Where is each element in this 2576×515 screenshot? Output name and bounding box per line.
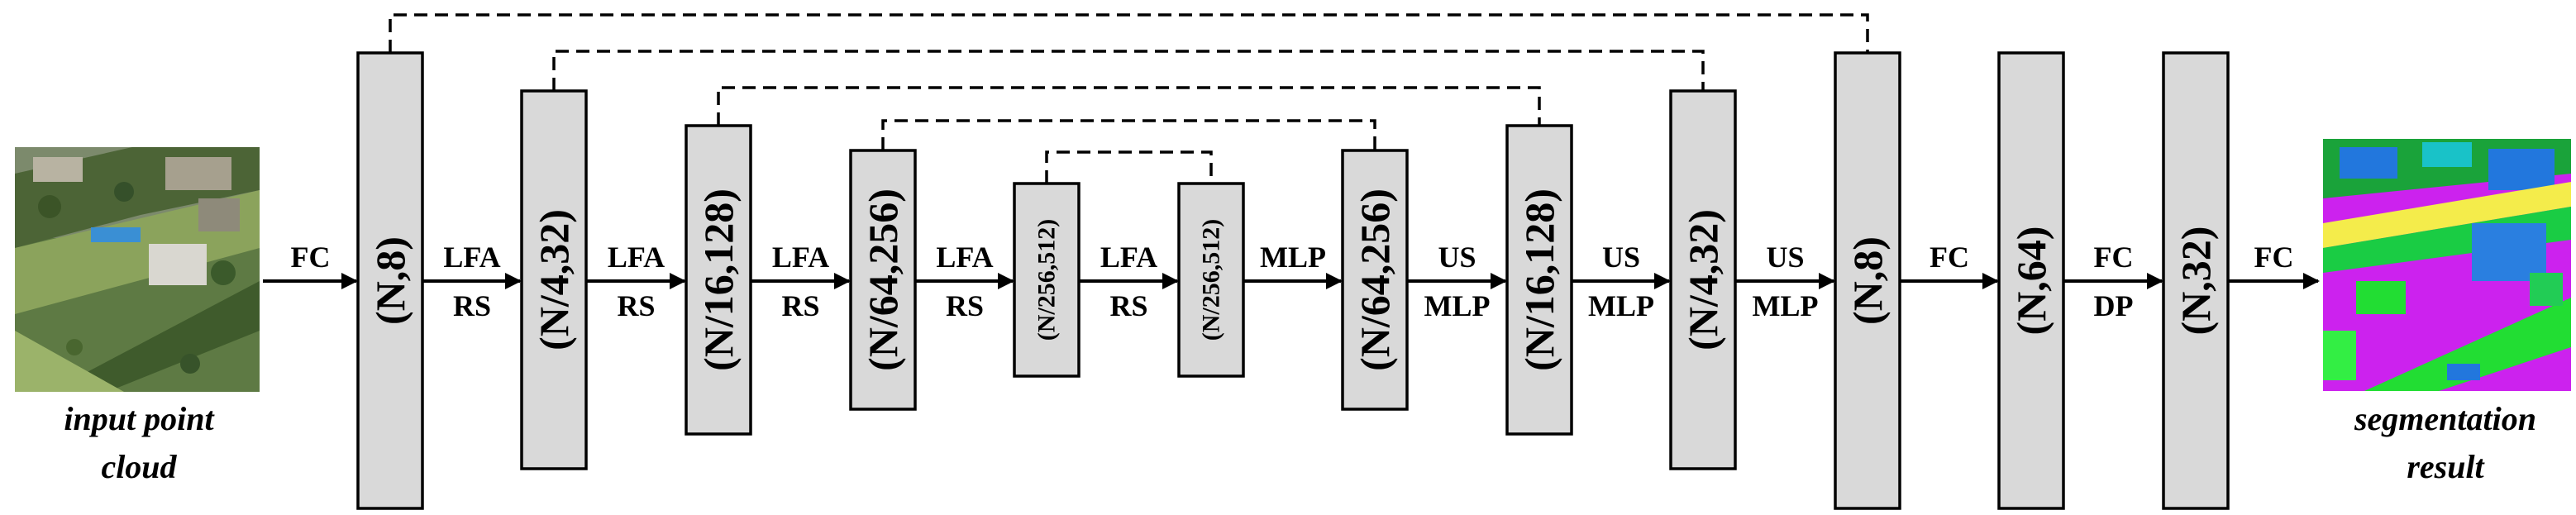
operation-label: FC xyxy=(2094,241,2134,274)
operation-label: US xyxy=(1766,241,1804,274)
skip-connection xyxy=(881,119,1376,150)
operation-label: LFA xyxy=(936,241,993,274)
feature-block xyxy=(1669,89,1737,470)
feature-block xyxy=(1013,182,1080,378)
feature-block-label: (N/4,32) xyxy=(1680,209,1726,350)
operation-sublabel: RS xyxy=(1109,289,1147,322)
feature-block-label: (N,8) xyxy=(1844,236,1891,325)
operation-label: US xyxy=(1602,241,1640,274)
operation-sublabel: MLP xyxy=(1588,289,1654,322)
operation-label: LFA xyxy=(1100,241,1157,274)
operation-sublabel: RS xyxy=(946,289,984,322)
feature-block-label: (N/16,128) xyxy=(695,188,742,371)
operation-label: US xyxy=(1438,241,1476,274)
operation-label: LFA xyxy=(443,241,500,274)
output-caption-line1: segmentation xyxy=(2354,400,2536,437)
feature-block xyxy=(1997,51,2065,510)
operation-label: FC xyxy=(1930,241,1969,274)
feature-block-label: (N/16,128) xyxy=(1516,188,1562,371)
feature-block-label: (N/256,512) xyxy=(1198,219,1225,341)
segmentation-result-image xyxy=(2323,139,2571,391)
feature-block-label: (N/64,256) xyxy=(860,188,906,371)
operation-label: LFA xyxy=(772,241,829,274)
operation-label: FC xyxy=(2254,241,2294,274)
operation-label: MLP xyxy=(1260,241,1326,274)
feature-block-label: (N,8) xyxy=(367,236,413,325)
feature-block-label: (N/64,256) xyxy=(1352,188,1398,371)
operation-sublabel: RS xyxy=(781,289,819,322)
feature-block-label: (N,32) xyxy=(2173,227,2219,336)
skip-connection xyxy=(1045,150,1213,184)
output-caption-line2: result xyxy=(2407,448,2485,485)
operation-sublabel: MLP xyxy=(1753,289,1819,322)
operation-sublabel: DP xyxy=(2094,289,2134,322)
feature-block xyxy=(1341,149,1409,411)
operation-sublabel: MLP xyxy=(1424,289,1491,322)
skip-connection xyxy=(389,13,1869,53)
operation-sublabel: RS xyxy=(617,289,655,322)
skip-connection xyxy=(717,86,1541,126)
operation-label: FC xyxy=(291,241,331,274)
input-caption-line2: cloud xyxy=(101,448,177,485)
operation-label: LFA xyxy=(608,241,665,274)
input-point-cloud-image xyxy=(15,147,260,392)
feature-block xyxy=(1177,182,1245,378)
skip-connection xyxy=(552,50,1705,91)
feature-block-label: (N/4,32) xyxy=(531,209,577,350)
feature-block xyxy=(2162,51,2230,510)
feature-block xyxy=(1834,51,1901,510)
feature-block-label: (N,64) xyxy=(2008,227,2054,336)
operation-sublabel: RS xyxy=(453,289,491,322)
input-caption-line1: input point xyxy=(64,400,215,437)
feature-block-label: (N/256,512) xyxy=(1033,219,1061,341)
